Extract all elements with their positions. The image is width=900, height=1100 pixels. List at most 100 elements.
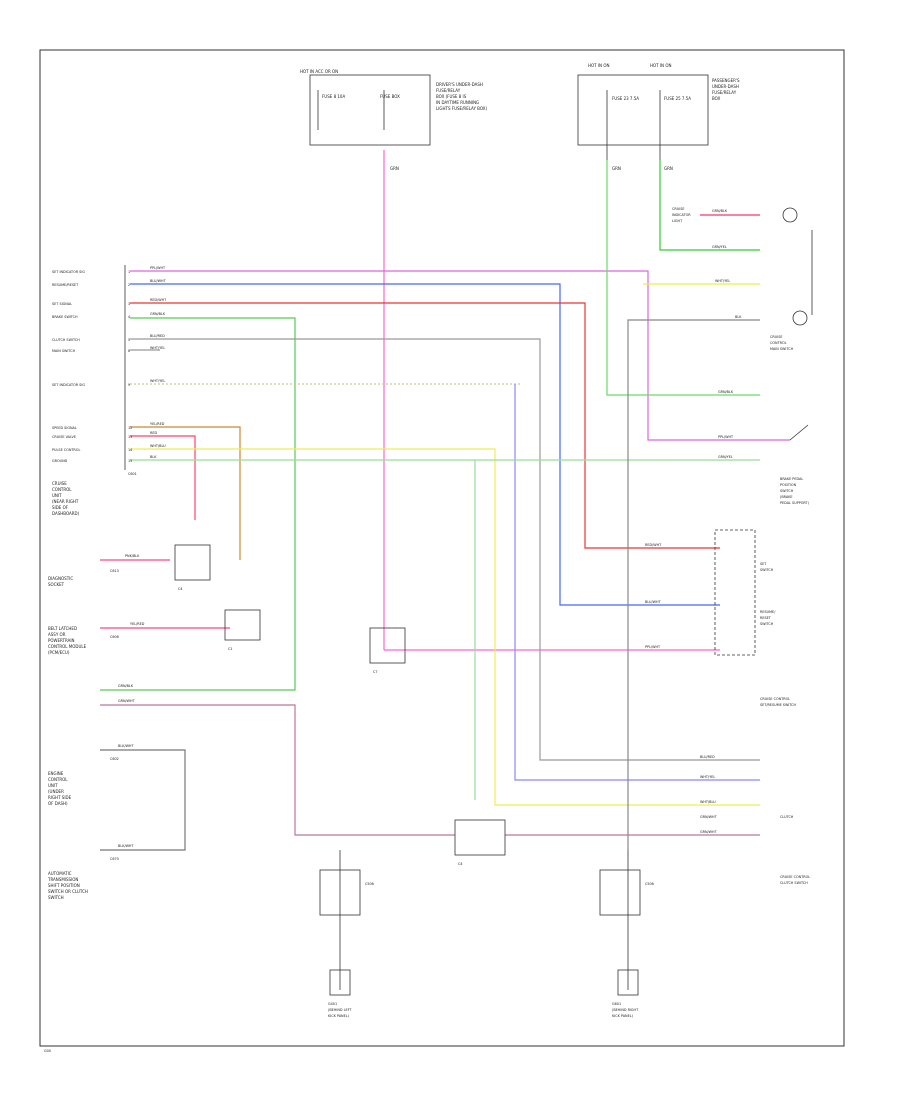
left-comp-3-pin: C670 (110, 857, 119, 861)
left-comp-1-label-0: BELT LATCHED (48, 626, 77, 631)
right-comp-0-label-0: CRUISE (672, 207, 685, 211)
wire-left-gray (100, 749, 186, 851)
right-comp-0-label-1: INDICATOR (672, 213, 691, 217)
wire-green-long (130, 459, 760, 800)
conn-block-4 (454, 819, 506, 856)
ground-1-label-2: KICK PANEL) (612, 1014, 634, 1018)
left-fuse-desc-4: IN DAYTIME RUNNING (436, 100, 479, 105)
right-fuse-desc-3: FUSE/RELAY (712, 90, 737, 95)
left-fuse-hot: HOT IN ACC OR ON (300, 69, 338, 74)
left-comp-3-label-3: SWITCH OR CLUTCH (48, 889, 88, 894)
right-comp-1-label-0: CRUISE (770, 335, 783, 339)
ecu-pin-wire-5: WHT/YEL (150, 346, 165, 350)
wire-clutch (130, 338, 760, 761)
left-comp-3-label-2: SHIFT POSITION (48, 883, 80, 888)
left-fuse-desc-3: BOX (FUSE 8 IS (436, 94, 467, 99)
ecu-pin-name-0: SET INDICATOR SIG (52, 270, 85, 274)
diagram-frame (39, 49, 845, 1047)
right-comp-0-wire-0: GRN/BLK (712, 209, 728, 213)
left-comp-1-wire: YEL/RED (130, 622, 145, 626)
right-fuse-b: FUSE 25 7.5A (664, 96, 691, 101)
right-comp-3-label-1: SWITCH (760, 568, 774, 572)
right-comp-2-label-0: BRAKE PEDAL (780, 477, 803, 481)
ecu-label-0: CRUISE (52, 481, 67, 486)
ground-left-block (319, 869, 361, 916)
ecu-pin-name-1: RESUME/RESET (52, 283, 79, 287)
right-comp-0-label-2: LIGHT (672, 219, 683, 223)
ecu-pin-num-5: 6 (128, 349, 130, 353)
page-label: G00 (44, 1049, 51, 1053)
ecu-pin-name-2: SET SIGNAL (52, 302, 72, 306)
right-comp-2-label-4: PEDAL SUPPORT) (780, 501, 810, 505)
right-fuse-a: FUSE 23 7.5A (612, 96, 639, 101)
right-comp-2-label-3: (BRAKE (780, 495, 793, 499)
ground-0-connector: C506 (365, 882, 374, 886)
right-comp-4-wire-3: GRN/WHT (700, 830, 718, 834)
center-conn-3: C4 (458, 862, 463, 866)
ecu-pin-wire-2: RED/WHT (150, 298, 167, 302)
wire-right-gray (627, 319, 760, 850)
wire-cruise-valve (130, 435, 196, 520)
wire-right-green-b (659, 160, 760, 251)
left-comp-0-label-0: DIAGNOSTIC (48, 576, 73, 581)
wire-right-green-a (606, 160, 760, 396)
right-comp-3-wire-0: RED/WHT (645, 543, 662, 547)
right-comp-4-wire-2: WHT/BLU (700, 800, 716, 804)
wire-lower-brown (100, 704, 455, 836)
left-comp-3-wire: BLK/WHT (118, 844, 134, 848)
wire-speed-signal (130, 426, 241, 560)
ecu-pin-wire-1: BLU/WHT (150, 279, 167, 283)
left-fuse-desc-1: DRIVER'S UNDER-DASH (436, 82, 483, 87)
ecu-label-1: CONTROL (52, 487, 72, 492)
right-comp-2-wire-0: GRN/BLK (718, 390, 734, 394)
left-comp-2-label-0: ENGINE (48, 771, 64, 776)
left-comp-0-pin: C613 (110, 569, 119, 573)
left-fuse-box (309, 74, 431, 146)
right-comp-5-label-1: CRUISE CONTROL (780, 875, 810, 879)
right-comp-5-wire-0: GRN/WHT (700, 815, 718, 819)
wire-set-indicator (130, 270, 790, 441)
ground-0-label-0: G401 (328, 1002, 337, 1006)
wire-blue-vertical (514, 384, 760, 781)
right-fuse-out-a: GRN (612, 166, 621, 171)
brake-switch-contact (789, 424, 809, 441)
ecu-pin-name-8: CRUISE VALVE (52, 435, 76, 439)
left-comp-2-wire-2: BLK/WHT (118, 744, 134, 748)
ecu-pin-num-10: 15 (128, 459, 132, 463)
right-comp-3-label-4: SWITCH (760, 622, 774, 626)
right-comp-4-wire-1: WHT/YEL (700, 775, 715, 779)
left-fuse-rating: FUSE 8 10A (322, 94, 345, 99)
ecu-pin-num-8: 13 (128, 435, 132, 439)
ecu-label-2: UNIT (52, 493, 62, 498)
ecu-pin-name-10: GROUND (52, 459, 68, 463)
right-fuse-desc-2: UNDER-DASH (712, 84, 739, 89)
left-comp-2-wire-1: GRN/WHT (118, 699, 136, 703)
left-comp-1-label-1: ASSY OR (48, 632, 66, 637)
left-comp-2-label-2: UNIT (48, 783, 58, 788)
ground-1-connector: C506 (645, 882, 654, 886)
ecu-pin-name-7: SPEED SIGNAL (52, 426, 77, 430)
right-comp-1-label-2: MAIN SWITCH (770, 347, 794, 351)
ecu-label-3: (NEAR RIGHT (52, 499, 79, 504)
ecu-pin-num-4: 5 (128, 338, 130, 342)
main-switch-lamp (792, 310, 808, 326)
ecu-pin-name-4: CLUTCH SWITCH (52, 338, 80, 342)
ecu-pin-num-2: 3 (128, 302, 130, 306)
ecu-pin-num-7: 12 (128, 426, 132, 430)
left-comp-2-label-5: OF DASH) (48, 801, 68, 806)
ecu-connector-id: C601 (128, 472, 137, 476)
ground-1-label-0: G601 (612, 1002, 621, 1006)
ecu-pin-wire-4: BLU/RED (150, 334, 165, 338)
left-comp-2-label-1: CONTROL (48, 777, 68, 782)
ecu-pin-name-5: MAIN SWITCH (52, 349, 76, 353)
right-comp-4-label-1: SET/RESUME SWITCH (760, 703, 797, 707)
conn-block-3 (369, 627, 406, 664)
wire-center-pink (383, 150, 720, 651)
ground-0-label-2: KICK PANEL) (328, 1014, 350, 1018)
left-comp-2-label-3: (UNDER (48, 789, 64, 794)
wire-set-signal (130, 302, 720, 549)
right-comp-2-wire-1: PPL/WHT (718, 435, 734, 439)
ground-0-label-1: (BEHIND LEFT (328, 1008, 352, 1012)
left-comp-1-label-4: (PCM/ECU) (48, 650, 70, 655)
